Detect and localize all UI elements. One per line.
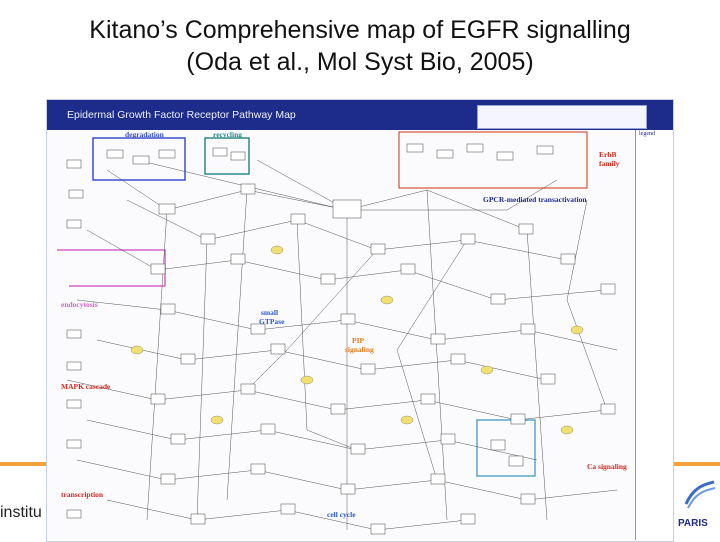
label-transcription: transcription — [61, 490, 104, 499]
label-cell-cycle: cell cycle — [327, 510, 356, 519]
side-legend-panel — [635, 130, 673, 540]
paris-logo-text: PARIS — [678, 518, 708, 529]
label-gpcr-transactivation: GPCR-mediated transactivation — [483, 195, 587, 204]
label-ca-signaling: Ca signaling — [587, 462, 627, 471]
egfr-pathway-map: Epidermal Growth Factor Receptor Pathway… — [46, 99, 674, 542]
erbb-region-box — [398, 131, 588, 189]
endocytosis-region-line — [57, 249, 166, 287]
map-banner-title: Epidermal Growth Factor Receptor Pathway… — [67, 109, 296, 121]
pathway-network-svg — [57, 131, 618, 535]
map-header-legend-box — [477, 105, 647, 129]
network-ellipse-nodes — [130, 245, 584, 435]
label-recycling: recycling — [213, 130, 243, 139]
label-endocytosis: endocytosis — [61, 300, 98, 309]
label-mapk-cascade: MAPK cascade — [61, 382, 111, 391]
side-legend-header: legend — [639, 131, 655, 137]
label-degradation: degradation — [125, 130, 164, 139]
label-erbb-family-1: ErbB — [599, 150, 617, 159]
degradation-region-box — [92, 137, 186, 181]
label-small-gtpase-1: small — [261, 308, 279, 317]
label-pip-2: signaling — [345, 345, 374, 354]
recycling-region-box — [204, 137, 250, 175]
orange-accent-bar-left — [0, 462, 46, 466]
label-erbb-family-2: family — [599, 159, 620, 168]
orange-accent-bar-right — [672, 462, 720, 466]
slide-title-line1: Kitano’s Comprehensive map of EGFR signa… — [89, 16, 631, 44]
label-pip-1: PIP — [352, 336, 365, 345]
slide-title-line2: (Oda et al., Mol Syst Bio, 2005) — [186, 48, 534, 76]
network-nodes — [66, 143, 616, 535]
slide-title: Kitano’s Comprehensive map of EGFR signa… — [0, 14, 720, 78]
institut-logo-text: institu — [0, 504, 42, 521]
label-small-gtpase-2: GTPase — [259, 317, 285, 326]
paris-ribbon-logo-icon — [684, 480, 716, 509]
ca-signaling-region-box — [476, 419, 536, 477]
